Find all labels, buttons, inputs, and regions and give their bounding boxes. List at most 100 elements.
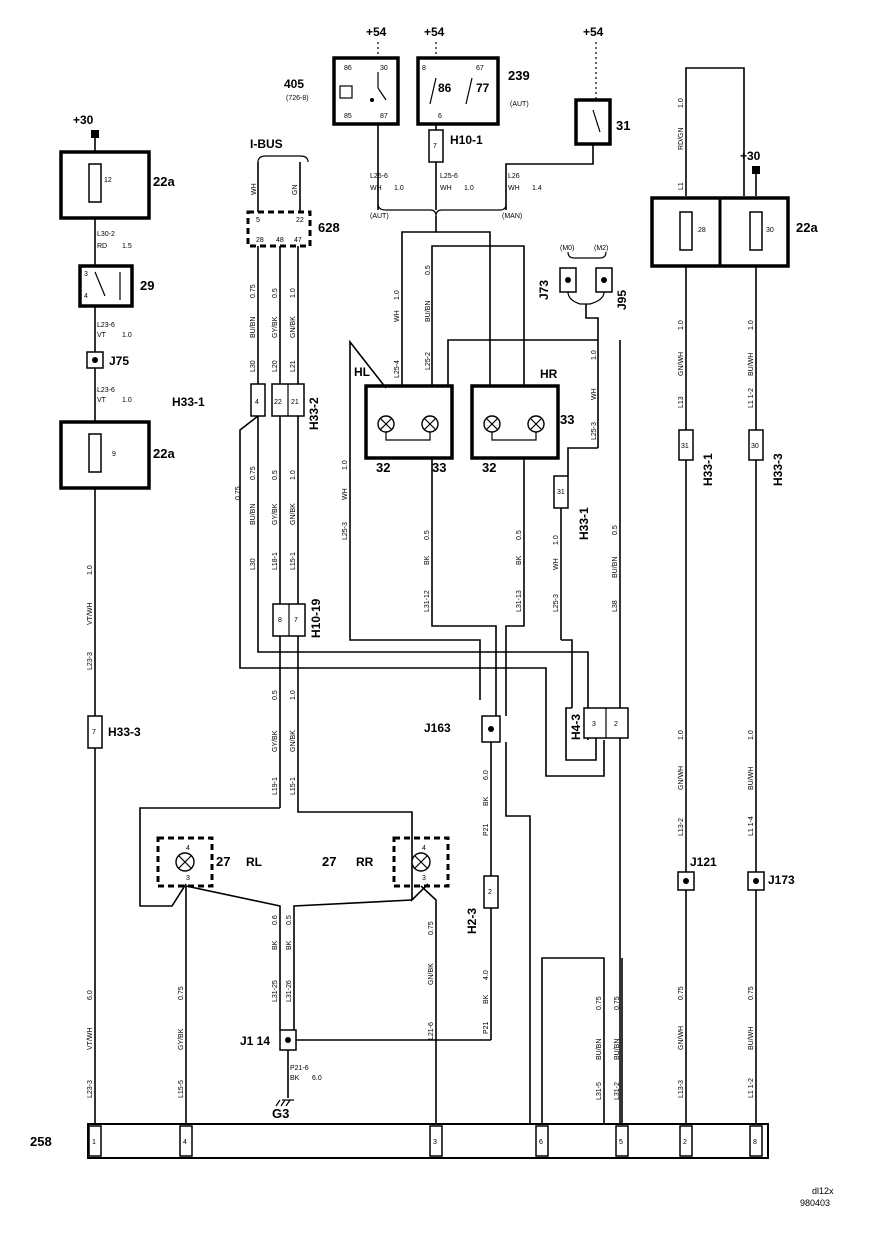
svg-text:BK: BK xyxy=(483,994,490,1004)
svg-text:28: 28 xyxy=(698,227,706,234)
svg-text:RD: RD xyxy=(97,243,107,250)
svg-text:L13-3: L13-3 xyxy=(678,1080,685,1098)
svg-text:L19-1: L19-1 xyxy=(272,777,279,795)
fusebox-22a-top xyxy=(59,150,151,220)
svg-text:22a: 22a xyxy=(153,174,175,189)
svg-text:7: 7 xyxy=(294,617,298,624)
svg-text:H33-3: H33-3 xyxy=(771,453,785,486)
svg-text:H10-19: H10-19 xyxy=(309,598,323,638)
svg-text:BU/WH: BU/WH xyxy=(748,767,755,790)
svg-text:J1 14: J1 14 xyxy=(240,1034,270,1048)
svg-text:86: 86 xyxy=(438,81,452,95)
svg-text:3: 3 xyxy=(422,875,426,882)
svg-text:1.0: 1.0 xyxy=(394,185,404,192)
svg-text:GN/WH: GN/WH xyxy=(678,352,685,376)
svg-text:WH: WH xyxy=(342,488,349,500)
svg-text:1.0: 1.0 xyxy=(122,397,132,404)
svg-text:L15-5: L15-5 xyxy=(178,1080,185,1098)
switch-31 xyxy=(574,98,612,146)
svg-text:3: 3 xyxy=(433,1139,437,1146)
svg-text:3: 3 xyxy=(84,271,88,278)
svg-text:L20: L20 xyxy=(272,360,279,372)
svg-text:1.0: 1.0 xyxy=(290,470,297,480)
svg-text:L23-3: L23-3 xyxy=(87,1080,94,1098)
svg-text:(726-8): (726-8) xyxy=(286,95,309,102)
svg-text:GN/WH: GN/WH xyxy=(678,1026,685,1050)
relay-239 xyxy=(416,56,500,126)
svg-text:22: 22 xyxy=(296,217,304,224)
svg-text:1.0: 1.0 xyxy=(290,288,297,298)
svg-text:27: 27 xyxy=(216,854,230,869)
svg-text:L15-1: L15-1 xyxy=(290,777,297,795)
svg-text:L18-1: L18-1 xyxy=(272,552,279,570)
svg-text:22: 22 xyxy=(274,399,282,406)
svg-text:HR: HR xyxy=(540,367,558,381)
svg-text:48: 48 xyxy=(276,237,284,244)
svg-text:0.5: 0.5 xyxy=(424,530,431,540)
svg-text:GN: GN xyxy=(292,185,299,196)
svg-text:1.0: 1.0 xyxy=(748,730,755,740)
svg-text:31: 31 xyxy=(616,118,630,133)
svg-text:GY/BK: GY/BK xyxy=(178,1028,185,1050)
svg-text:1.0: 1.0 xyxy=(748,320,755,330)
svg-text:3: 3 xyxy=(186,875,190,882)
footer-date: 980403 xyxy=(800,1198,830,1208)
svg-text:33: 33 xyxy=(560,412,574,427)
svg-text:+30: +30 xyxy=(740,149,761,163)
svg-text:628: 628 xyxy=(318,220,340,235)
svg-text:BU/BN: BU/BN xyxy=(425,301,432,322)
svg-text:BK: BK xyxy=(290,1075,300,1082)
svg-text:77: 77 xyxy=(476,81,490,95)
svg-text:6: 6 xyxy=(539,1139,543,1146)
svg-text:31: 31 xyxy=(681,443,689,450)
svg-text:0.5: 0.5 xyxy=(272,470,279,480)
svg-text:87: 87 xyxy=(380,113,388,120)
svg-text:L31-12: L31-12 xyxy=(424,590,431,612)
svg-text:RL: RL xyxy=(246,855,262,869)
svg-text:31: 31 xyxy=(557,489,565,496)
svg-text:GN/BK: GN/BK xyxy=(290,503,297,525)
svg-text:1.0: 1.0 xyxy=(122,332,132,339)
svg-text:J75: J75 xyxy=(109,354,129,368)
svg-text:405: 405 xyxy=(284,77,304,91)
svg-text:8: 8 xyxy=(753,1139,757,1146)
svg-text:29: 29 xyxy=(140,278,154,293)
svg-text:WH: WH xyxy=(553,558,560,570)
svg-text:0.75: 0.75 xyxy=(235,486,242,500)
svg-text:22a: 22a xyxy=(796,220,818,235)
svg-text:(AUT): (AUT) xyxy=(370,213,389,220)
supply-terminal-left xyxy=(91,130,99,138)
svg-text:L30-2: L30-2 xyxy=(97,231,115,238)
svg-text:VT: VT xyxy=(97,332,107,339)
connector-258-label: 258 xyxy=(30,1134,52,1149)
svg-text:30: 30 xyxy=(766,227,774,234)
svg-text:L25-3: L25-3 xyxy=(591,422,598,440)
svg-text:(MAN): (MAN) xyxy=(502,213,522,220)
svg-text:L25-6: L25-6 xyxy=(440,173,458,180)
svg-text:L21: L21 xyxy=(290,360,297,372)
svg-text:VT: VT xyxy=(97,397,107,404)
svg-text:1: 1 xyxy=(92,1139,96,1146)
svg-text:WH: WH xyxy=(591,388,598,400)
svg-text:85: 85 xyxy=(344,113,352,120)
svg-text:1.0: 1.0 xyxy=(553,535,560,545)
svg-text:VT/WH: VT/WH xyxy=(87,1027,94,1050)
svg-text:2: 2 xyxy=(488,889,492,896)
svg-text:J73: J73 xyxy=(537,280,551,300)
svg-text:32: 32 xyxy=(376,460,390,475)
svg-text:1.0: 1.0 xyxy=(678,320,685,330)
svg-text:9: 9 xyxy=(112,451,116,458)
svg-text:67: 67 xyxy=(476,65,484,72)
svg-text:1.0: 1.0 xyxy=(591,350,598,360)
svg-text:12: 12 xyxy=(104,177,112,184)
svg-text:J121: J121 xyxy=(690,855,717,869)
svg-text:BU/BN: BU/BN xyxy=(612,557,619,578)
svg-text:0.75: 0.75 xyxy=(596,996,603,1010)
lamp-rl xyxy=(156,836,214,888)
svg-text:0.5: 0.5 xyxy=(425,265,432,275)
svg-text:L13-2: L13-2 xyxy=(678,818,685,836)
svg-text:33: 33 xyxy=(432,460,446,475)
svg-text:L23-6: L23-6 xyxy=(97,322,115,329)
svg-text:5: 5 xyxy=(619,1139,623,1146)
